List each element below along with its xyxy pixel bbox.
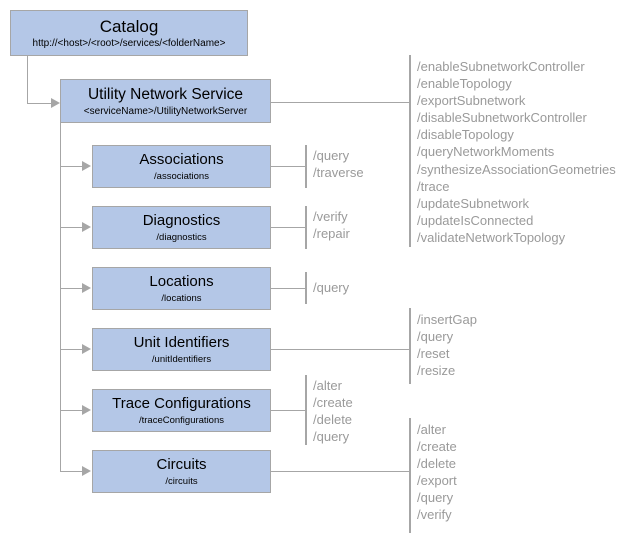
operations-bar-diagnostics <box>305 206 307 249</box>
operations-list-circuits: /alter /create /delete /export /query /v… <box>417 421 457 524</box>
operation-item[interactable]: /create <box>313 395 353 411</box>
node-utility-network-service[interactable]: Utility Network Service <serviceName>/Ut… <box>60 79 271 123</box>
operation-item[interactable]: /synthesizeAssociationGeometries <box>417 161 616 177</box>
operation-item[interactable]: /insertGap <box>417 312 477 327</box>
node-utility-network-service-path: <serviceName>/UtilityNetworkServer <box>83 105 248 117</box>
node-diagnostics-path: /diagnostics <box>156 232 207 243</box>
operations-bar-trace-configurations <box>305 375 307 445</box>
connector-service-spine <box>60 123 61 471</box>
arrow-spine-to-trace-configurations <box>82 404 91 415</box>
operation-item[interactable]: /trace <box>417 178 450 194</box>
arrow-catalog-to-service <box>51 97 60 108</box>
operation-item[interactable]: /exportSubnetwork <box>417 93 526 109</box>
node-unit-identifiers[interactable]: Unit Identifiers /unitIdentifiers <box>92 328 271 371</box>
node-locations-title: Locations <box>149 273 214 290</box>
node-circuits[interactable]: Circuits /circuits <box>92 450 271 493</box>
operation-item[interactable]: /alter <box>417 422 446 437</box>
operation-item[interactable]: /alter <box>313 378 342 393</box>
operations-list-locations: /query <box>313 279 349 296</box>
operation-item[interactable]: /disableSubnetworkController <box>417 110 587 126</box>
node-diagnostics-title: Diagnostics <box>142 212 221 229</box>
node-diagnostics[interactable]: Diagnostics /diagnostics <box>92 206 271 249</box>
arrow-spine-to-locations <box>82 282 91 293</box>
connector-diagnostics-to-operations <box>271 227 305 228</box>
node-circuits-path: /circuits <box>165 476 198 487</box>
operation-item[interactable]: /repair <box>313 226 350 242</box>
operations-list-trace-configurations: /alter /create /delete /query <box>313 377 353 445</box>
operation-item[interactable]: /export <box>417 473 457 489</box>
connector-unit-identifiers-to-operations <box>271 349 409 350</box>
node-associations[interactable]: Associations /associations <box>92 145 271 188</box>
connector-spine-to-diagnostics <box>60 227 83 228</box>
node-associations-title: Associations <box>139 151 224 168</box>
operation-item[interactable]: /delete <box>417 456 457 472</box>
operation-item[interactable]: /updateIsConnected <box>417 212 534 228</box>
node-catalog-path: http://<host>/<root>/services/<folderNam… <box>32 37 226 49</box>
operations-list-associations: /query /traverse <box>313 147 364 181</box>
operation-item[interactable]: /enableTopology <box>417 76 512 92</box>
node-unit-identifiers-path: /unitIdentifiers <box>151 354 212 365</box>
arrow-spine-to-circuits <box>82 465 91 476</box>
node-trace-configurations[interactable]: Trace Configurations /traceConfiguration… <box>92 389 271 432</box>
connector-service-to-operations <box>271 102 409 103</box>
operations-bar-locations <box>305 272 307 304</box>
operation-item[interactable]: /enableSubnetworkController <box>417 59 585 74</box>
arrow-spine-to-diagnostics <box>82 221 91 232</box>
operation-item[interactable]: /traverse <box>313 165 364 181</box>
operation-item[interactable]: /verify <box>313 209 348 224</box>
operation-item[interactable]: /query <box>417 329 454 345</box>
connector-associations-to-operations <box>271 166 305 167</box>
operation-item[interactable]: /create <box>417 439 457 455</box>
node-circuits-title: Circuits <box>156 456 207 473</box>
operation-item[interactable]: /query <box>313 280 350 295</box>
operations-list-unit-identifiers: /insertGap /query /reset /resize <box>417 311 477 379</box>
operation-item[interactable]: /queryNetworkMoments <box>417 144 555 160</box>
connector-spine-to-unit-identifiers <box>60 349 83 350</box>
operations-bar-circuits <box>409 418 411 533</box>
connector-spine-to-locations <box>60 288 83 289</box>
arrow-spine-to-associations <box>82 160 91 171</box>
node-unit-identifiers-title: Unit Identifiers <box>133 334 230 351</box>
operation-item[interactable]: /reset <box>417 346 450 362</box>
connector-spine-to-associations <box>60 166 83 167</box>
connector-circuits-to-operations <box>271 471 409 472</box>
node-locations-path: /locations <box>161 293 202 304</box>
connector-spine-to-circuits <box>60 471 83 472</box>
connector-locations-to-operations <box>271 288 305 289</box>
connector-catalog-to-service-vertical <box>27 56 28 103</box>
operations-bar-associations <box>305 145 307 188</box>
node-trace-configurations-title: Trace Configurations <box>112 395 251 412</box>
operation-item[interactable]: /query <box>417 490 454 506</box>
arrow-spine-to-unit-identifiers <box>82 343 91 354</box>
node-associations-path: /associations <box>154 171 209 182</box>
node-locations[interactable]: Locations /locations <box>92 267 271 310</box>
operations-list-diagnostics: /verify /repair <box>313 208 350 242</box>
node-utility-network-service-title: Utility Network Service <box>87 85 244 103</box>
operation-item[interactable]: /verify <box>417 507 452 523</box>
operation-item[interactable]: /query <box>313 429 350 445</box>
node-catalog-title: Catalog <box>99 16 159 36</box>
connector-trace-configurations-to-operations <box>271 410 305 411</box>
operation-item[interactable]: /delete <box>313 412 353 428</box>
operations-bar-unit-identifiers <box>409 308 411 384</box>
operation-item[interactable]: /updateSubnetwork <box>417 195 530 211</box>
operation-item[interactable]: /resize <box>417 363 456 379</box>
operations-list-service: /enableSubnetworkController /enableTopol… <box>417 58 616 246</box>
node-trace-configurations-path: /traceConfigurations <box>138 415 225 426</box>
operation-item[interactable]: /disableTopology <box>417 127 514 143</box>
operation-item[interactable]: /query <box>313 148 350 163</box>
connector-spine-to-trace-configurations <box>60 410 83 411</box>
node-catalog[interactable]: Catalog http://<host>/<root>/services/<f… <box>10 10 248 56</box>
operation-item[interactable]: /validateNetworkTopology <box>417 229 566 245</box>
connector-catalog-to-service-horizontal <box>27 103 52 104</box>
operations-bar-service <box>409 55 411 247</box>
